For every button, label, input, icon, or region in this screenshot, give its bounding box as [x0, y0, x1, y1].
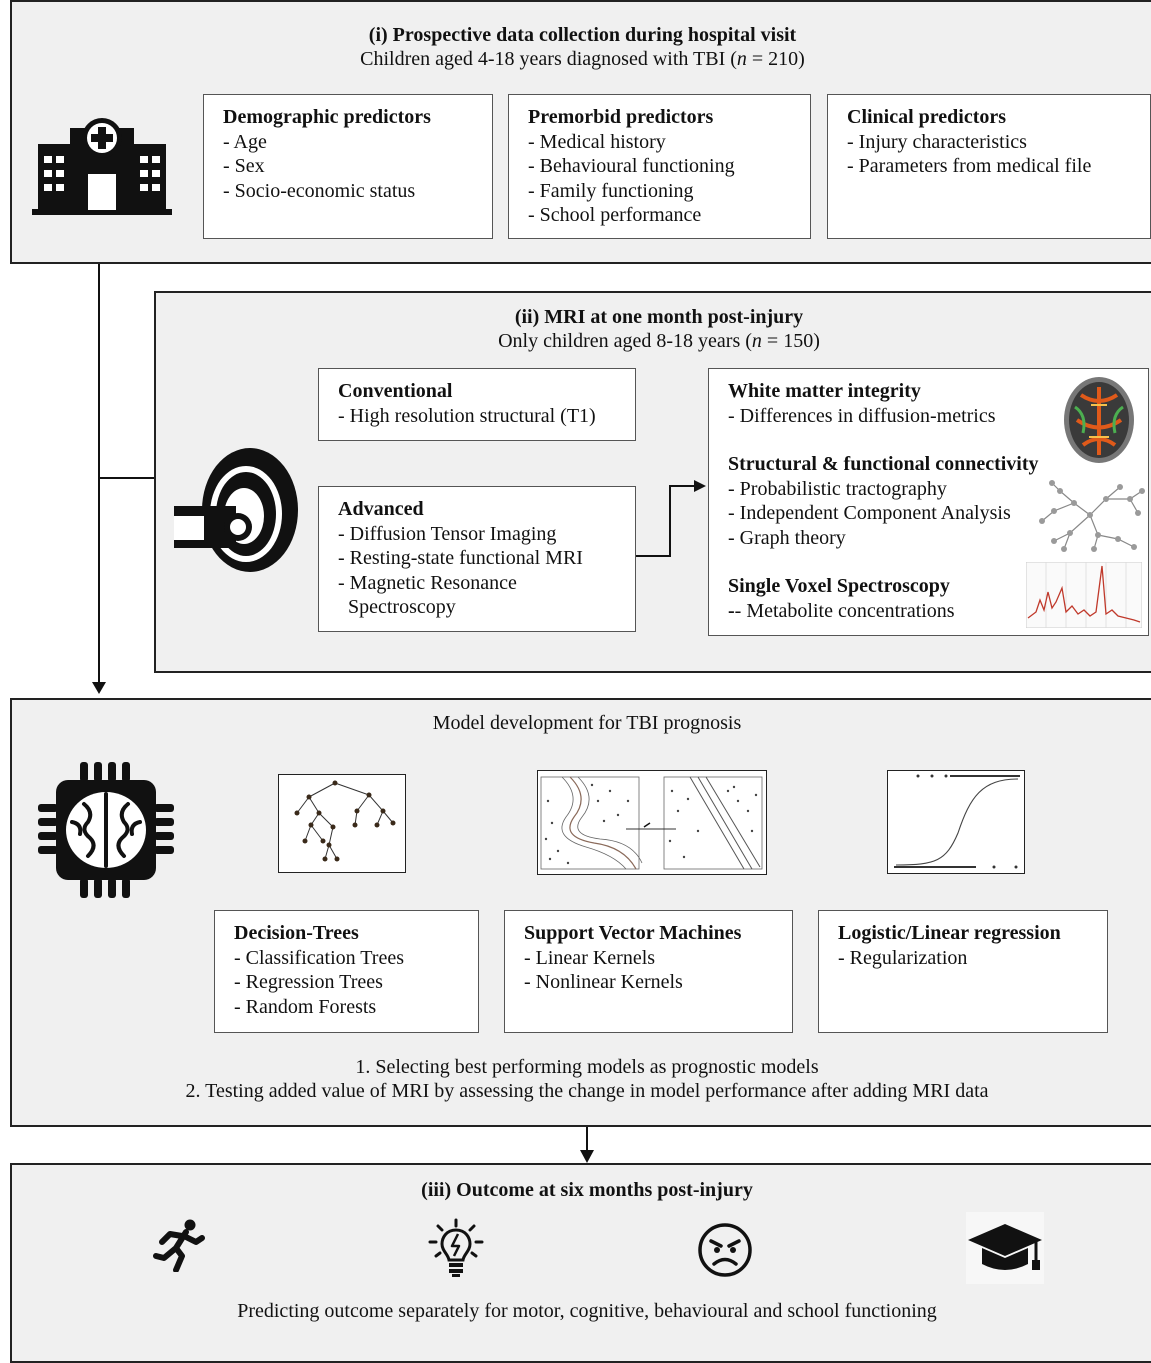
panel3-title: Model development for TBI prognosis [432, 712, 742, 734]
decision-trees-box: Decision-Trees - Classification Trees - … [214, 910, 479, 1033]
arrowhead-to-model [92, 682, 106, 694]
running-person-icon [153, 1219, 205, 1272]
lightbulb-icon [428, 1218, 484, 1277]
graduation-cap-icon [966, 1212, 1044, 1284]
decision-tree-image [278, 774, 406, 873]
step-2-text: 2. Testing added value of MRI by assessi… [185, 1080, 989, 1102]
advanced-mri-box: Advanced - Diffusion Tensor Imaging - Re… [318, 486, 636, 632]
hospital-icon [32, 118, 172, 215]
demographic-predictors-box: Demographic predictors - Age - Sex - Soc… [203, 94, 493, 239]
premorbid-predictors-box: Premorbid predictors - Medical history -… [508, 94, 811, 239]
spectroscopy-image [1026, 562, 1142, 628]
panel1-subtitle: Children aged 4-18 years diagnosed with … [360, 48, 805, 70]
panel2-title: (ii) MRI at one month post-injury [514, 306, 804, 328]
angry-face-icon [698, 1223, 752, 1277]
conventional-mri-box: Conventional - High resolution structura… [318, 368, 636, 441]
panel4-title: (iii) Outcome at six months post-injury [421, 1179, 753, 1201]
outcome-caption: Predicting outcome separately for motor,… [237, 1300, 937, 1322]
brain-dti-image [1064, 377, 1134, 463]
mri-scanner-icon [174, 448, 298, 572]
ai-chip-brain-icon [38, 762, 174, 898]
panel2-subtitle: Only children aged 8-18 years (n = 150) [498, 330, 820, 352]
step-1-text: 1. Selecting best performing models as p… [355, 1056, 819, 1078]
arrowhead-to-outcome [580, 1150, 594, 1163]
network-graph-image [1039, 480, 1145, 552]
clinical-predictors-box: Clinical predictors - Injury characteris… [827, 94, 1151, 239]
svm-box: Support Vector Machines - Linear Kernels… [504, 910, 793, 1033]
regression-box: Logistic/Linear regression - Regularizat… [818, 910, 1108, 1033]
svm-image [537, 770, 767, 875]
panel-outcome [10, 1163, 1151, 1363]
logistic-regression-image [887, 770, 1025, 874]
panel1-title: (i) Prospective data collection during h… [368, 24, 797, 46]
